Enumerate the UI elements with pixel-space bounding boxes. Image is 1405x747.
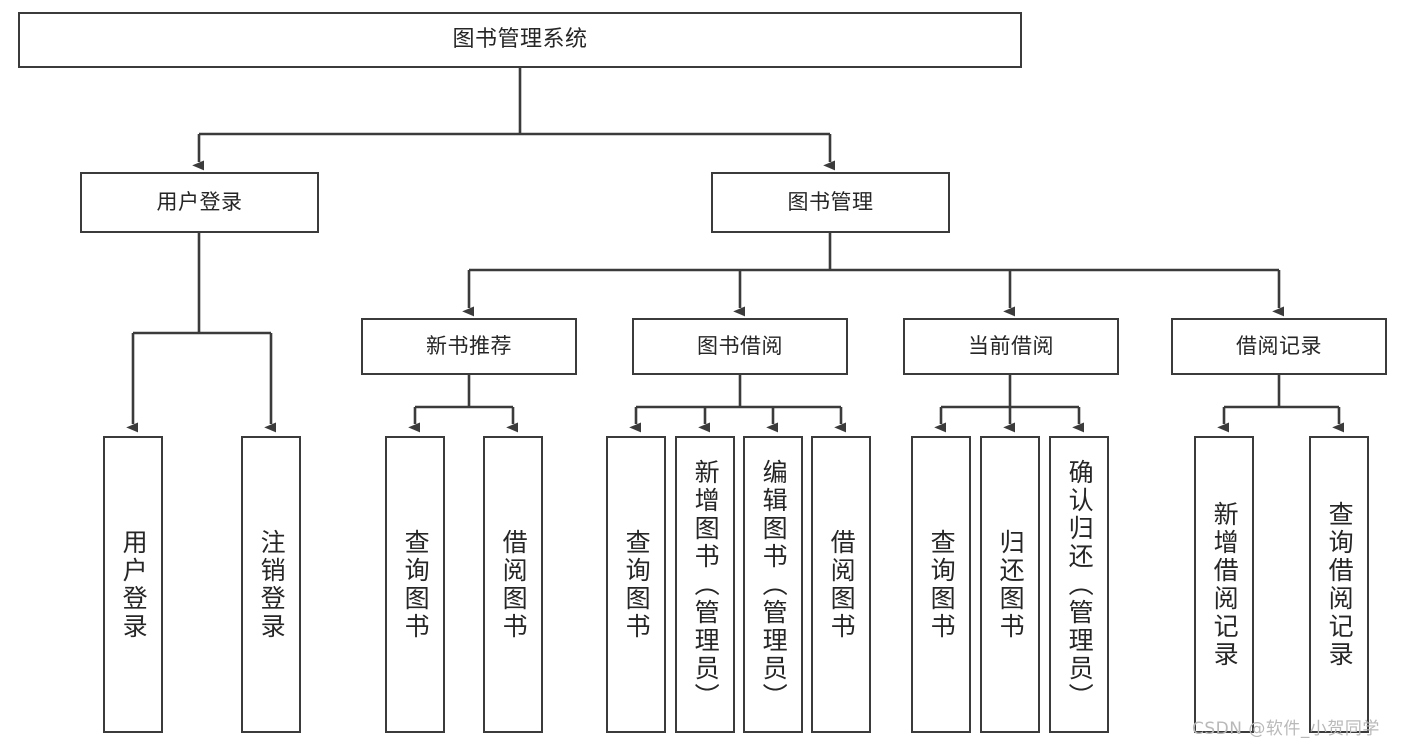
node-root-system[interactable]: 图书管理系统 <box>18 12 1022 68</box>
node-borrow-record[interactable]: 借阅记录 <box>1171 318 1387 375</box>
leaf-borrow-record-query[interactable]: 查询借阅记录 <box>1309 436 1369 733</box>
leaf-new-book-borrow[interactable]: 借阅图书 <box>483 436 543 733</box>
node-new-book-recommend[interactable]: 新书推荐 <box>361 318 577 375</box>
leaf-current-borrow-query[interactable]: 查询图书 <box>911 436 971 733</box>
leaf-current-borrow-return[interactable]: 归还图书 <box>980 436 1040 733</box>
node-label: 归还图书 <box>996 528 1026 641</box>
node-label: 图书管理系统 <box>452 27 588 53</box>
node-book-borrow[interactable]: 图书借阅 <box>632 318 848 375</box>
node-book-management[interactable]: 图书管理 <box>711 172 950 233</box>
node-label: 新增图书（管理员） <box>691 458 721 711</box>
leaf-book-borrow-edit[interactable]: 编辑图书（管理员） <box>743 436 803 733</box>
node-label: 当前借阅 <box>968 334 1054 359</box>
node-label: 确认归还（管理员） <box>1065 458 1095 711</box>
node-label: 新增借阅记录 <box>1210 500 1240 669</box>
node-label: 编辑图书（管理员） <box>759 458 789 711</box>
leaf-borrow-record-add[interactable]: 新增借阅记录 <box>1194 436 1254 733</box>
leaf-book-borrow-query[interactable]: 查询图书 <box>606 436 666 733</box>
node-label: 查询图书 <box>927 528 957 641</box>
node-user-login[interactable]: 用户登录 <box>80 172 319 233</box>
node-label: 用户登录 <box>156 190 243 215</box>
node-label: 借阅图书 <box>827 528 857 641</box>
node-current-borrow[interactable]: 当前借阅 <box>903 318 1119 375</box>
leaf-book-borrow-add[interactable]: 新增图书（管理员） <box>675 436 735 733</box>
node-label: 用户登录 <box>119 528 149 641</box>
node-label: 查询图书 <box>401 528 431 641</box>
leaf-book-borrow-borrow[interactable]: 借阅图书 <box>811 436 871 733</box>
node-label: 查询图书 <box>622 528 652 641</box>
node-label: 新书推荐 <box>426 334 512 359</box>
node-label: 借阅图书 <box>499 528 529 641</box>
node-label: 图书借阅 <box>697 334 783 359</box>
leaf-new-book-query[interactable]: 查询图书 <box>385 436 445 733</box>
node-label: 图书管理 <box>787 190 874 215</box>
leaf-user-login-logout[interactable]: 注销登录 <box>241 436 301 733</box>
node-label: 借阅记录 <box>1236 334 1322 359</box>
leaf-user-login-login[interactable]: 用户登录 <box>103 436 163 733</box>
leaf-current-borrow-confirm-return[interactable]: 确认归还（管理员） <box>1049 436 1109 733</box>
node-label: 注销登录 <box>257 528 287 641</box>
node-label: 查询借阅记录 <box>1325 500 1355 669</box>
csdn-watermark: CSDN @软件_小贺同学 <box>1192 719 1380 739</box>
